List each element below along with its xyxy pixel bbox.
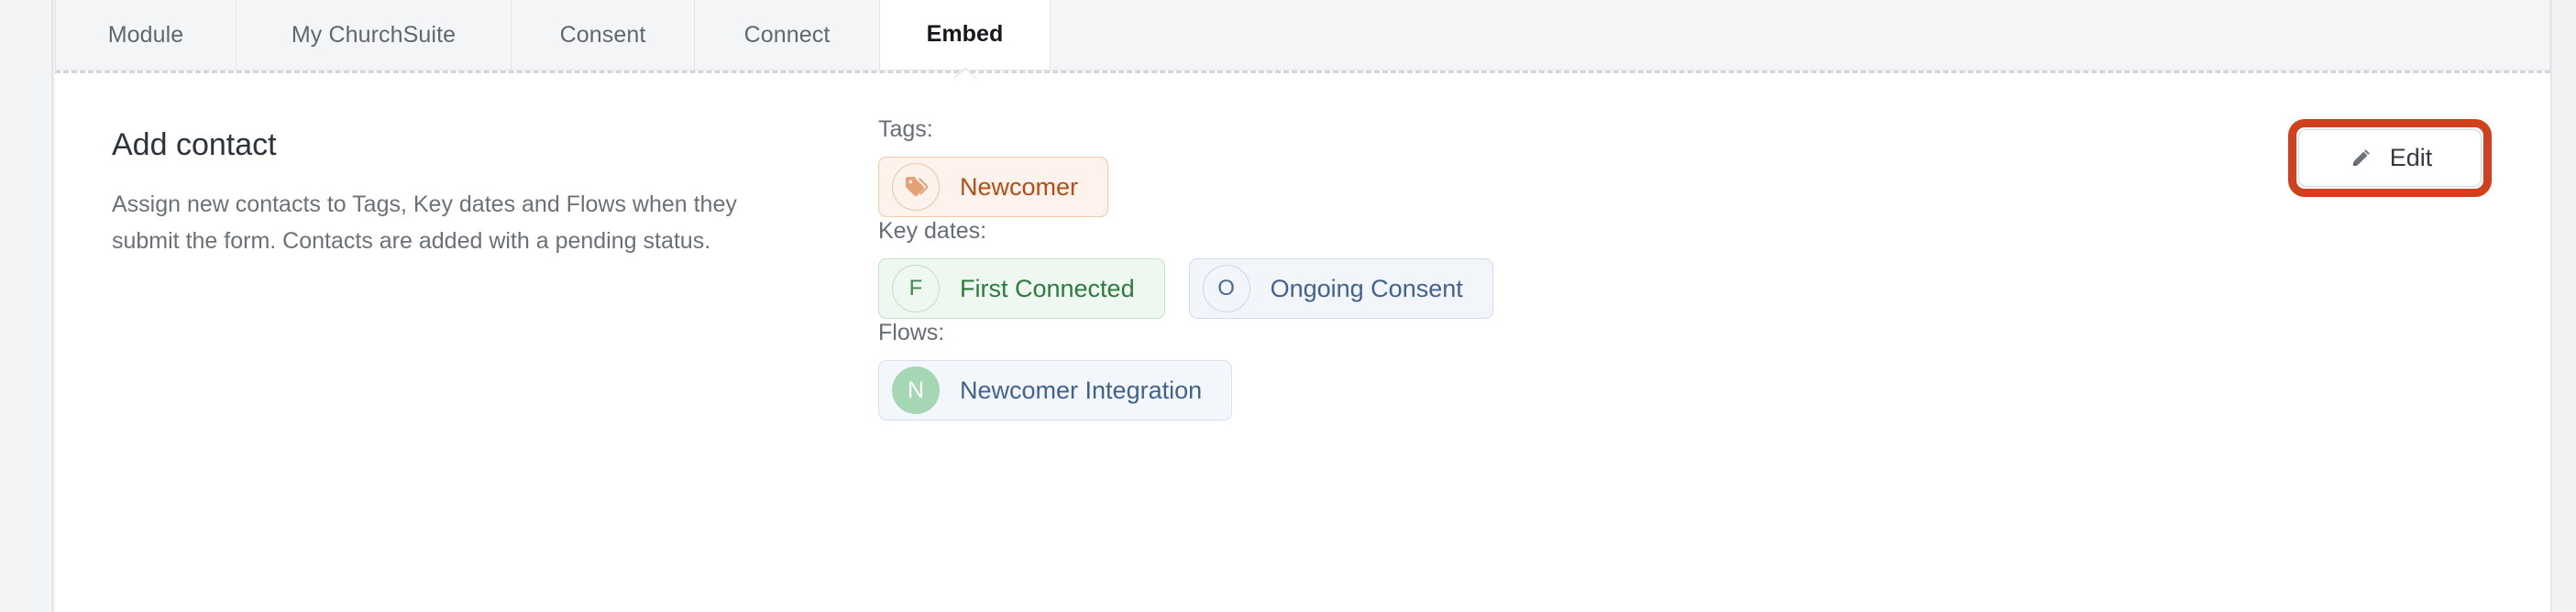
tags-chip-row: Newcomer [878,157,2253,217]
section-description: Assign new contacts to Tags, Key dates a… [112,191,737,255]
tab-embed[interactable]: Embed [880,0,1051,80]
pencil-icon [2348,146,2373,171]
tab-consent[interactable]: Consent [512,0,695,70]
right-gutter [2550,0,2576,612]
tags-field: Tags: Newcomer [878,115,2253,217]
flows-label: Flows: [878,320,945,345]
chip-ongoing-consent-label: Ongoing Consent [1270,274,1463,302]
section-info: Add contact Assign new contacts to Tags,… [112,126,809,260]
left-gutter [0,0,53,612]
key-dates-field: Key dates: F First Connected O Ongoing C… [878,217,2253,319]
initial-avatar-icon: N [892,366,940,414]
edit-button-label: Edit [2389,144,2433,171]
chip-newcomer-integration-label: Newcomer Integration [960,376,1203,404]
embed-settings-panel: Module My ChurchSuite Consent Connect Em… [55,0,2550,612]
tab-my-churchsuite-label: My ChurchSuite [291,21,457,48]
assignment-fields: Tags: Newcomer [878,115,2253,421]
edit-action-area: Edit [2288,119,2492,197]
tags-label: Tags: [878,116,933,142]
settings-tabbar: Module My ChurchSuite Consent Connect Em… [55,0,2550,80]
chip-newcomer-tag[interactable]: Newcomer [878,157,1109,217]
key-dates-label: Key dates: [878,218,987,244]
tab-my-churchsuite[interactable]: My ChurchSuite [237,0,512,70]
initial-avatar-icon: O [1202,265,1250,312]
page-title: Add contact [112,127,277,162]
chip-newcomer-integration[interactable]: N Newcomer Integration [878,360,1233,421]
tab-module-label: Module [107,21,184,48]
active-tab-caret-icon [952,69,977,80]
tabbar-dashed-divider [55,71,2550,73]
tab-connect-label: Connect [743,21,831,48]
flows-chip-row: N Newcomer Integration [878,360,2253,421]
chip-first-connected[interactable]: F First Connected [878,258,1165,319]
tag-icon [892,163,940,211]
tab-consent-label: Consent [559,21,646,48]
flows-field: Flows: N Newcomer Integration [878,319,2253,421]
tabbar-filler [1051,0,2550,70]
initial-avatar-icon: F [892,265,940,312]
tab-module[interactable]: Module [55,0,237,70]
tab-embed-label: Embed [926,21,1004,47]
edit-button[interactable]: Edit [2298,129,2482,187]
panel-content: Add contact Assign new contacts to Tags,… [55,73,2550,612]
chip-first-connected-label: First Connected [960,274,1135,302]
chip-newcomer-tag-label: Newcomer [960,172,1079,201]
tab-connect[interactable]: Connect [695,0,880,70]
chip-ongoing-consent[interactable]: O Ongoing Consent [1188,258,1493,319]
key-dates-chip-row: F First Connected O Ongoing Consent [878,258,2253,319]
